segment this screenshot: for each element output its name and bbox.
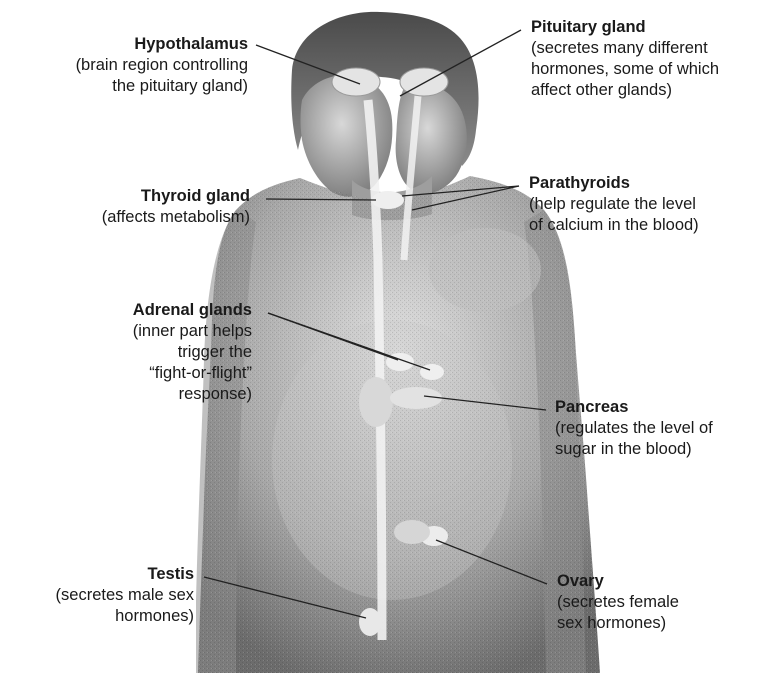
- label-ovary: Ovary (secretes female sex hormones): [557, 571, 679, 634]
- kidney-left: [359, 377, 393, 427]
- adrenal-name: Adrenal glands: [133, 300, 252, 321]
- pancreas-desc: (regulates the level of sugar in the blo…: [555, 418, 713, 460]
- grain-overlay: [198, 176, 600, 673]
- pituitary-name: Pituitary gland: [531, 17, 719, 38]
- adrenal-desc: (inner part helps trigger the “fight-or-…: [133, 321, 252, 405]
- testis-desc: (secretes male sex hormones): [56, 585, 194, 627]
- hypothalamus-name: Hypothalamus: [76, 34, 248, 55]
- pituitary-desc: (secretes many different hormones, some …: [531, 38, 719, 101]
- ovary-desc: (secretes female sex hormones): [557, 592, 679, 634]
- label-pancreas: Pancreas (regulates the level of sugar i…: [555, 397, 713, 460]
- testis-organ: [359, 608, 381, 636]
- label-parathyroids: Parathyroids (help regulate the level of…: [529, 173, 699, 236]
- parathyroids-desc: (help regulate the level of calcium in t…: [529, 194, 699, 236]
- hypothalamus-desc: (brain region controlling the pituitary …: [76, 55, 248, 97]
- label-adrenal: Adrenal glands (inner part helps trigger…: [133, 300, 252, 405]
- ovary-name: Ovary: [557, 571, 679, 592]
- thyroid-desc: (affects metabolism): [102, 207, 250, 228]
- thyroid-organ: [372, 191, 404, 209]
- thyroid-name: Thyroid gland: [102, 186, 250, 207]
- adrenal-organ-right: [420, 364, 444, 380]
- parathyroids-name: Parathyroids: [529, 173, 699, 194]
- label-testis: Testis (secretes male sex hormones): [56, 564, 194, 627]
- pancreas-organ: [390, 387, 442, 409]
- label-thyroid: Thyroid gland (affects metabolism): [102, 186, 250, 228]
- label-pituitary: Pituitary gland (secretes many different…: [531, 17, 719, 101]
- testis-name: Testis: [56, 564, 194, 585]
- pancreas-name: Pancreas: [555, 397, 713, 418]
- uterus-organ: [394, 520, 430, 544]
- label-hypothalamus: Hypothalamus (brain region controlling t…: [76, 34, 248, 97]
